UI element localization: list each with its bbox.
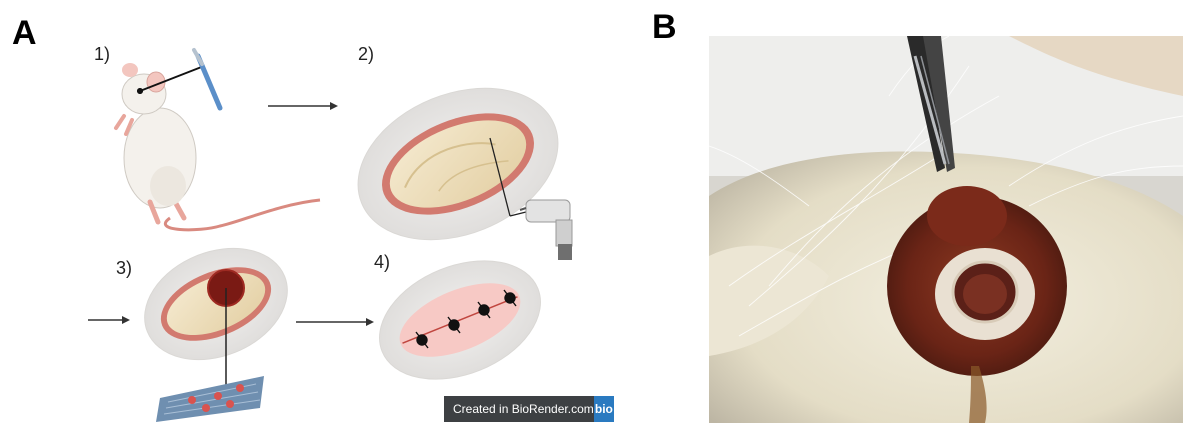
- step-3-label: 3): [116, 258, 132, 279]
- scaffold-icon: [156, 376, 264, 422]
- biorender-badge: Created in BioRender.com bio: [444, 396, 614, 422]
- arrow-3-to-4: [296, 318, 374, 326]
- panel-a-schematic: 1) 2) 3) 4) Created in BioRender.com bio: [80, 36, 614, 422]
- panel-b-letter: B: [652, 8, 677, 47]
- panel-a-letter: A: [12, 14, 37, 53]
- exposed-skull-drawing: [335, 60, 580, 268]
- surgery-photo: [709, 36, 1183, 423]
- sutured-wound-drawing: [362, 238, 558, 401]
- arrow-into-3: [88, 316, 130, 324]
- biorender-credit-text: Created in BioRender.com: [444, 402, 594, 416]
- step-2-label: 2): [358, 44, 374, 65]
- surgical-drill-icon: [520, 200, 572, 260]
- step-4-label: 4): [374, 252, 390, 273]
- schematic-drawing: [80, 36, 614, 422]
- scalpel-icon: [194, 50, 220, 108]
- arrow-1-to-2: [268, 102, 338, 110]
- panel-b-photo: [709, 36, 1183, 423]
- step-1-label: 1): [94, 44, 110, 65]
- biorender-logo: bio: [594, 396, 614, 422]
